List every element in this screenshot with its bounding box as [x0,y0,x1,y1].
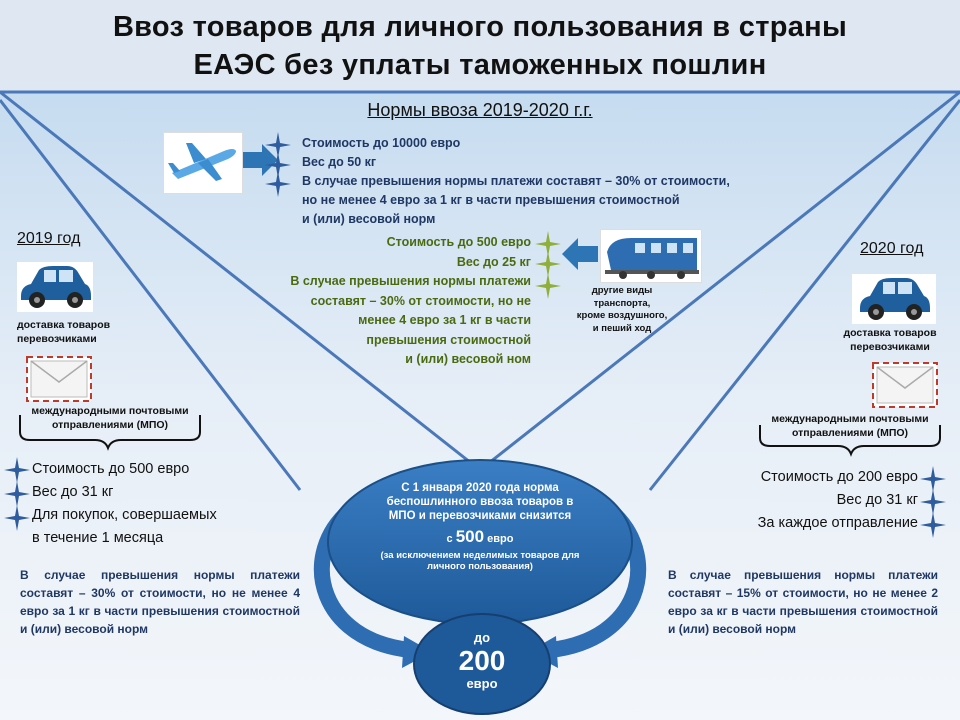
page-title: Ввоз товаров для личного пользования в с… [112,11,848,81]
amount-circle [413,613,551,715]
left-car-label: доставка товаров перевозчиками [17,319,111,345]
left-norms-list: Стоимость до 500 евро Вес до 31 кг Для п… [32,461,217,546]
star-bullet-icon [265,171,291,197]
car-icon [17,262,93,312]
star-bullet-icon [265,152,291,178]
year-2019: 2019 год [17,230,81,247]
right-car-label: доставка товаров перевозчиками [843,327,937,353]
ground-norms-text: Стоимость до 500 евро Вес до 25 кг В слу… [290,235,531,366]
star-bullet-icon [920,489,946,515]
air-norms-text: Стоимость до 10000 евро Вес до 50 кг В с… [302,136,730,226]
star-bullet-icon [4,505,30,531]
car-icon [852,274,936,324]
circle-amount: 200 [458,645,506,676]
oval-text-block: С 1 января 2020 года норма беспошлинного… [372,481,588,572]
star-bullet-icon [265,132,291,158]
year-2020: 2020 год [860,240,924,257]
star-bullet-icon [920,466,946,492]
envelope-icon [872,362,938,408]
train-caption: другие виды транспорта, кроме воздушного… [576,285,668,334]
right-paragraph: В случае превышения нормы платежи состав… [668,568,938,636]
star-bullet-icon [4,457,30,483]
star-bullet-icon [535,251,561,277]
oval-amount-line: с 500 евро [446,527,514,546]
star-bullet-icon [4,481,30,507]
star-bullet-icon [535,231,561,257]
envelope-icon [26,356,92,402]
circle-text-block: до 200 евро [414,630,550,692]
train-icon [600,229,702,283]
oval-main-text: С 1 января 2020 года норма беспошлинного… [386,482,574,522]
right-mail-label: международными почтовыми отправлениями (… [771,413,929,439]
left-mail-label: международными почтовыми отправлениями (… [31,405,189,431]
star-bullet-icon [535,273,561,299]
circle-currency: евро [466,676,498,691]
oval-note: (за исключением неделимых товаров для ли… [380,550,580,572]
right-norms-list: Стоимость до 200 евро Вес до 31 кг За ка… [757,469,918,531]
left-paragraph: В случае превышения нормы платежи состав… [20,568,300,636]
airplane-icon [163,132,243,194]
circle-prefix: до [473,630,491,645]
star-bullet-icon [920,512,946,538]
page-subtitle: Нормы ввоза 2019-2020 г.г. [367,100,593,120]
